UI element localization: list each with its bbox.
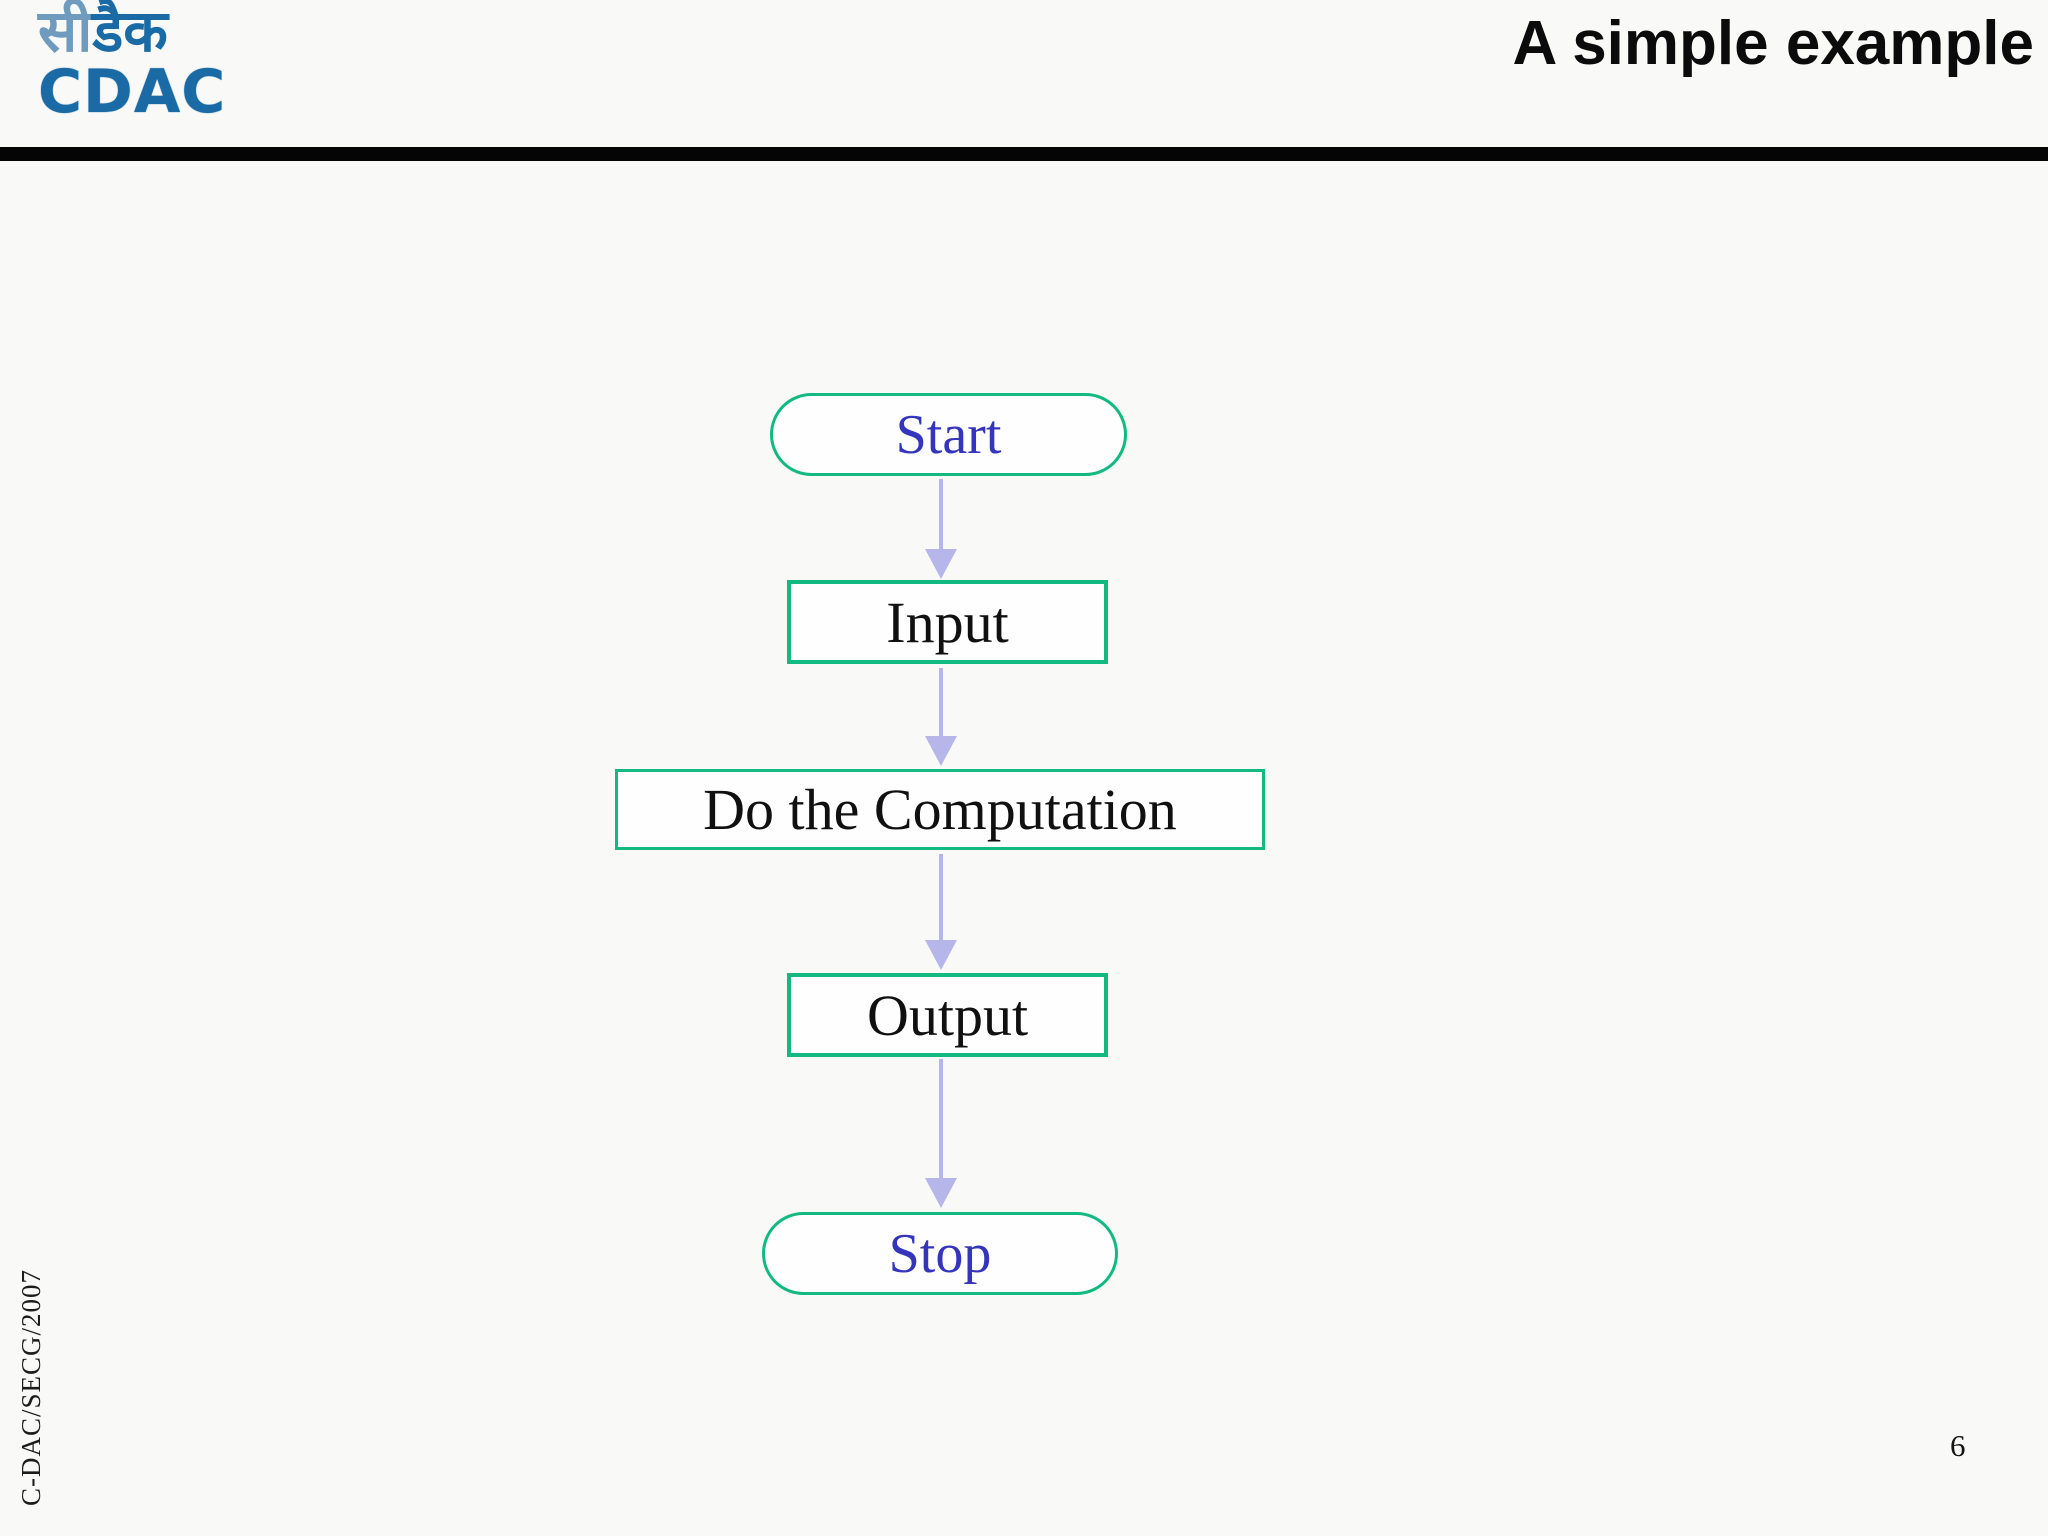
cdac-logo-devanagari: सीडैक: [38, 2, 226, 60]
arrowhead-icon: [925, 549, 957, 579]
flowchart-node-computation: Do the Computation: [615, 769, 1265, 850]
slide-title: A simple example: [1512, 9, 2035, 78]
arrow-start-to-input: [939, 479, 943, 557]
arrow-input-to-computation: [939, 668, 943, 742]
arrow-computation-to-output: [939, 854, 943, 946]
credit-vertical-text: C-DAC/SECG/2007: [16, 1268, 46, 1506]
cdac-logo-devanagari-solid: डैक: [92, 0, 168, 65]
flowchart-node-start: Start: [770, 393, 1127, 476]
arrowhead-icon: [925, 736, 957, 766]
flowchart-node-output: Output: [787, 973, 1108, 1057]
arrowhead-icon: [925, 1178, 957, 1208]
cdac-logo-latin: CDAC: [38, 57, 227, 127]
cdac-logo: सीडैक CDAC: [38, 2, 226, 122]
arrowhead-icon: [925, 940, 957, 970]
flowchart-node-stop: Stop: [762, 1212, 1118, 1295]
flowchart-node-input: Input: [787, 580, 1108, 664]
arrow-output-to-stop: [939, 1059, 943, 1181]
page-number: 6: [1950, 1428, 1966, 1463]
header-divider-line: [0, 147, 2048, 161]
cdac-logo-devanagari-outline: सी: [38, 0, 93, 65]
